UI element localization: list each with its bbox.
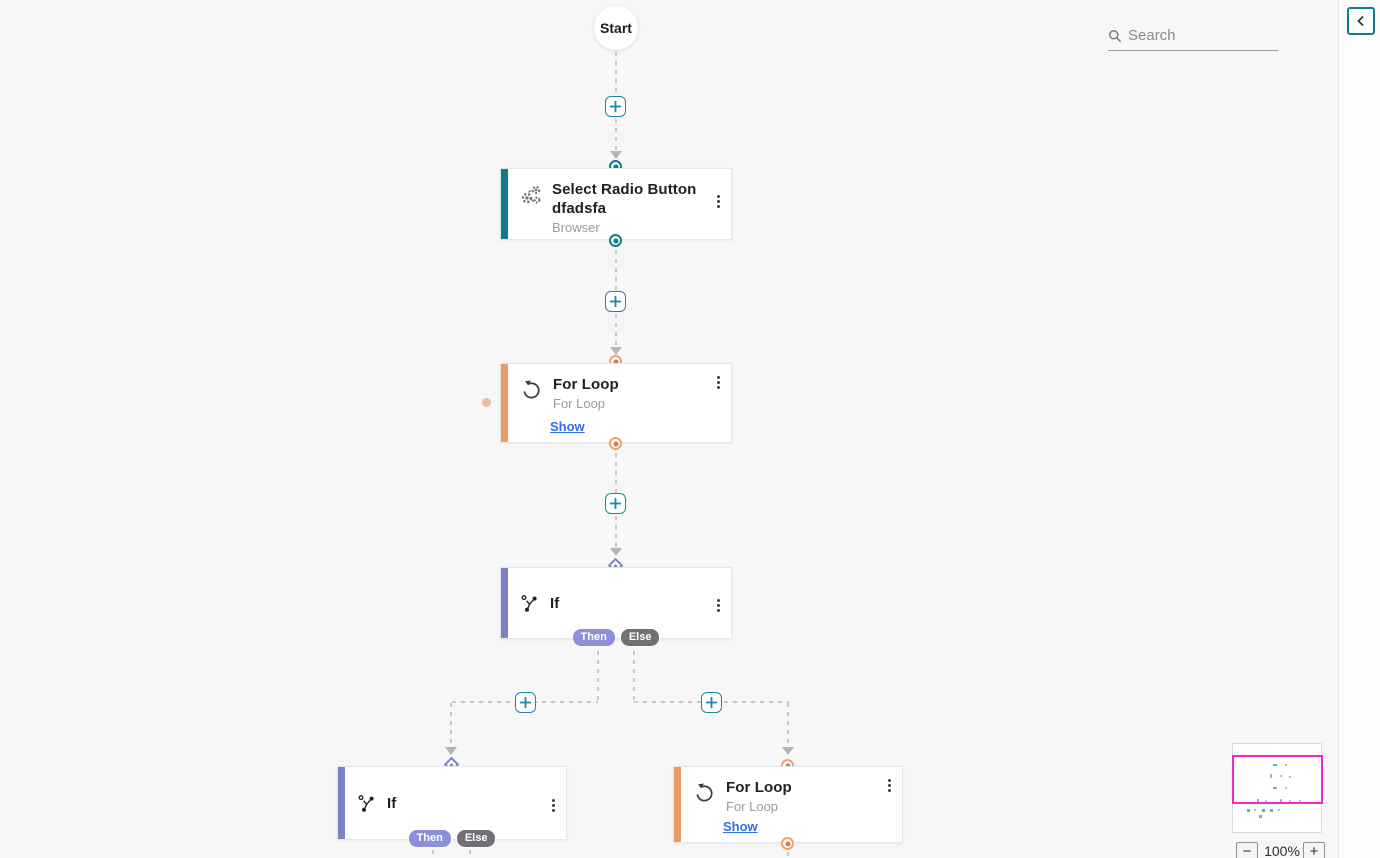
if-condition-icon (358, 795, 374, 812)
add-node-button[interactable] (515, 692, 536, 713)
node-title: If (550, 594, 560, 612)
add-node-button[interactable] (701, 692, 722, 713)
connection-point[interactable] (609, 234, 622, 247)
show-link[interactable]: Show (550, 419, 585, 434)
add-node-button[interactable] (605, 96, 626, 117)
loop-back-point[interactable] (482, 398, 491, 407)
minimap-node-mark (1257, 799, 1259, 803)
search-input[interactable] (1128, 27, 1268, 44)
else-branch-badge: Else (619, 627, 661, 647)
show-link[interactable]: Show (723, 819, 758, 834)
minimap-node-mark (1285, 787, 1287, 789)
then-branch-badge: Then (407, 828, 452, 848)
connector-line (615, 250, 617, 291)
node-title: Select Radio Button dfadsfa (552, 181, 697, 217)
if-condition-icon (521, 595, 537, 612)
connector-line (633, 651, 635, 702)
node-accent-bar (501, 364, 508, 442)
search-field (1108, 27, 1278, 51)
minimap-node-mark (1285, 764, 1287, 766)
node-for-loop[interactable]: For Loop For Loop Show (673, 766, 903, 843)
node-select-radio-button[interactable]: Select Radio Button dfadsfa Browser (500, 168, 732, 240)
node-title: For Loop (726, 779, 792, 796)
minimap[interactable] (1232, 743, 1323, 833)
arrow-down-icon (782, 747, 794, 755)
node-for-loop[interactable]: For Loop For Loop Show (500, 363, 732, 443)
search-icon (1109, 29, 1122, 42)
collapse-panel-button[interactable] (1347, 7, 1375, 35)
plus-icon (610, 101, 621, 112)
chevron-left-icon (1357, 15, 1364, 27)
add-node-button[interactable] (605, 493, 626, 514)
minimap-node-mark (1299, 800, 1301, 802)
node-subtitle: Browser (552, 219, 600, 235)
add-node-button[interactable] (605, 291, 626, 312)
node-title: For Loop (553, 376, 619, 393)
node-subtitle: For Loop (726, 798, 779, 814)
zoom-level: 100% (1264, 843, 1300, 858)
minimap-node-mark (1280, 775, 1282, 777)
minimap-node-mark (1270, 774, 1272, 778)
connector-line (615, 516, 617, 548)
connection-point[interactable] (609, 437, 622, 450)
connection-point[interactable] (781, 837, 794, 850)
arrow-down-icon (610, 347, 622, 355)
right-panel-rail (1338, 0, 1380, 858)
plus-icon (706, 697, 717, 708)
node-menu-button[interactable] (715, 597, 722, 614)
connector-line (787, 703, 789, 746)
node-menu-button[interactable] (886, 777, 893, 794)
minimap-node-mark (1278, 809, 1280, 811)
minimap-node-mark (1259, 815, 1262, 818)
minimap-node-mark (1289, 800, 1291, 802)
connector-line (615, 119, 617, 150)
loop-icon (696, 783, 713, 802)
zoom-out-button[interactable]: − (1236, 842, 1258, 858)
arrow-down-icon (610, 548, 622, 556)
connector-line (615, 314, 617, 347)
node-menu-button[interactable] (715, 193, 722, 210)
node-subtitle: For Loop (553, 395, 606, 411)
connector-line (469, 850, 471, 858)
minimap-node-mark (1273, 787, 1277, 789)
minimap-node-mark (1273, 764, 1277, 766)
node-accent-bar (501, 169, 508, 239)
arrow-down-icon (445, 747, 457, 755)
connector-line (597, 651, 599, 702)
minimap-node-mark (1270, 809, 1273, 812)
node-if[interactable]: If Then Else (337, 766, 567, 848)
node-menu-button[interactable] (715, 374, 722, 391)
minimap-node-mark (1254, 809, 1256, 811)
then-branch-badge: Then (571, 627, 616, 647)
plus-icon (520, 697, 531, 708)
connector-line (432, 850, 434, 858)
plus-icon (610, 296, 621, 307)
browser-action-icon (521, 185, 541, 204)
minimap-node-mark (1262, 809, 1265, 812)
zoom-in-button[interactable]: + (1303, 842, 1325, 858)
else-branch-badge: Else (455, 828, 497, 848)
minimap-node-mark (1265, 800, 1267, 802)
node-accent-bar (338, 767, 345, 839)
node-accent-bar (501, 568, 508, 638)
connector-line (450, 703, 452, 746)
minimap-node-mark (1280, 799, 1282, 803)
node-title: If (387, 794, 397, 812)
start-node[interactable]: Start (594, 6, 638, 50)
node-if[interactable]: If Then Else (500, 567, 732, 647)
minimap-viewport[interactable] (1232, 755, 1323, 804)
connector-line (615, 52, 617, 96)
plus-icon (610, 498, 621, 509)
node-accent-bar (674, 767, 681, 842)
minimap-node-mark (1247, 809, 1250, 812)
connector-line (615, 453, 617, 493)
loop-icon (523, 380, 540, 399)
arrow-down-icon (610, 151, 622, 159)
node-menu-button[interactable] (550, 797, 557, 814)
minimap-node-mark (1289, 776, 1291, 778)
connector-line (787, 852, 789, 858)
